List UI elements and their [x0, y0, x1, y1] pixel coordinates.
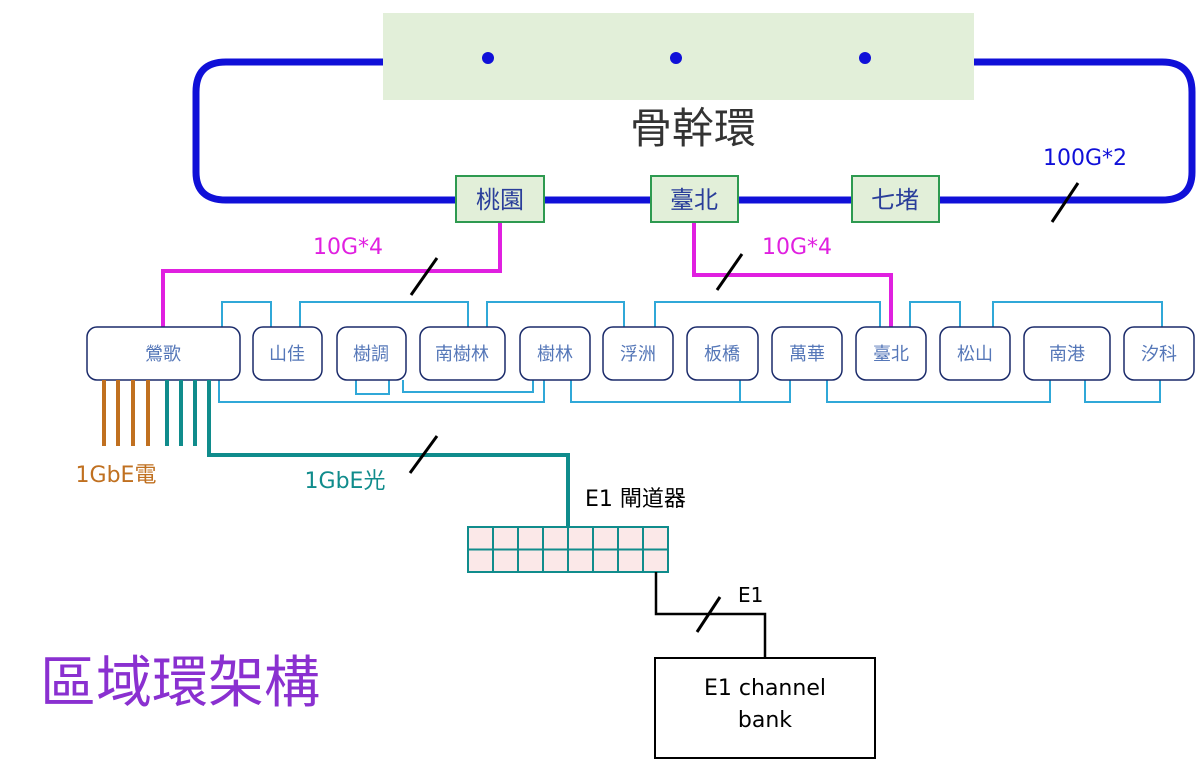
fiber-tick: [408, 435, 439, 474]
ring-node-yingge: 鶯歌: [145, 344, 181, 365]
fiber-to-gateway: [207, 380, 570, 527]
e1-link-tick: [695, 596, 722, 633]
gateway-label: E1 閘道器: [585, 487, 686, 512]
backbone-core-dot: [859, 52, 871, 64]
ring-node-box: [519, 326, 591, 381]
backbone-node-taipei: 臺北: [670, 186, 718, 214]
backbone-node-qidu: 七堵: [871, 186, 919, 214]
ring-node-wanhua: 萬華: [789, 344, 825, 365]
ring-node-nangang: 南港: [1049, 344, 1085, 365]
ring-node-shudiao: 樹調: [353, 344, 389, 365]
ring-node-box: [252, 326, 323, 381]
ring-node-songshan: 松山: [957, 344, 993, 365]
ring-node-box: [686, 326, 759, 381]
gateway-device: [467, 526, 669, 573]
uplink-taoyuan-yingge: [161, 222, 502, 330]
copper-access-label: 1GbE電: [76, 463, 157, 488]
uplink-left-tick: [409, 257, 439, 296]
ring-node-box: [939, 326, 1011, 381]
ring-node-banqiao: 板橋: [704, 344, 740, 365]
regional-ring-links: [218, 301, 1163, 403]
ring-node-box: [771, 326, 843, 381]
backbone-node-box: [851, 175, 940, 223]
ring-node-nanshulin: 南樹林: [435, 344, 489, 365]
fiber-access-lines: [165, 380, 197, 446]
ring-node-xike: 汐科: [1141, 344, 1177, 365]
fiber-access-label: 1GbE光: [305, 469, 386, 494]
backbone-node-taoyuan: 桃園: [476, 186, 524, 214]
uplink-right-tick: [715, 253, 744, 291]
ring-node-box: [1123, 326, 1195, 381]
ring-node-box: [602, 326, 674, 381]
uplink-right-label: 10G*4: [762, 235, 832, 260]
copper-access-lines: [102, 380, 150, 446]
ring-node-shanjia: 山佳: [269, 344, 305, 365]
e1-link-label: E1: [738, 583, 763, 607]
ring-node-box: [855, 326, 927, 381]
backbone-core-dot: [670, 52, 682, 64]
ring-node-fuzhou: 浮洲: [620, 344, 656, 365]
backbone-node-box: [455, 175, 545, 223]
ring-node-box: [86, 326, 241, 381]
ring-node-box: [419, 326, 506, 381]
backbone-link-tick: [1050, 182, 1080, 223]
uplink-left-label: 10G*4: [313, 235, 383, 260]
channel-bank-box: [654, 657, 876, 759]
backbone-link-label: 100G*2: [1043, 146, 1127, 171]
ring-node-box: [336, 326, 407, 381]
uplink-taipei-taipei: [692, 222, 893, 330]
ring-node-box: [1023, 326, 1111, 381]
channel-bank-label-line1: E1 channel: [704, 676, 826, 701]
backbone-node-box: [650, 175, 739, 223]
regional-ring-nodes: [86, 326, 1195, 381]
channel-bank-label-line2: bank: [738, 708, 792, 733]
ring-node-shulin: 樹林: [537, 344, 573, 365]
page-title: 區域環架構: [40, 651, 320, 716]
backbone-title: 骨幹環: [630, 104, 756, 153]
backbone-core-dot: [482, 52, 494, 64]
ring-node-taipei: 臺北: [873, 344, 909, 365]
